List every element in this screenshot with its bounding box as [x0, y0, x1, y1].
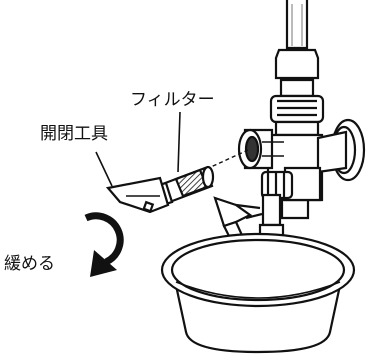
hose-coupling-nut — [269, 48, 325, 137]
wall-flange — [316, 118, 366, 182]
tool-label: 開閉工具 — [40, 124, 108, 144]
basin — [160, 232, 356, 354]
outlet-pipe — [258, 166, 322, 238]
supply-hose — [285, 0, 309, 50]
loosen-rotation-arrow — [84, 212, 124, 277]
opening-closing-tool — [105, 176, 170, 214]
tool-leader-line — [95, 151, 113, 187]
filter-leader-line — [177, 111, 181, 173]
loosen-label: 緩める — [4, 254, 55, 274]
filter-label: フィルター — [130, 90, 215, 110]
filter-port — [237, 128, 284, 170]
